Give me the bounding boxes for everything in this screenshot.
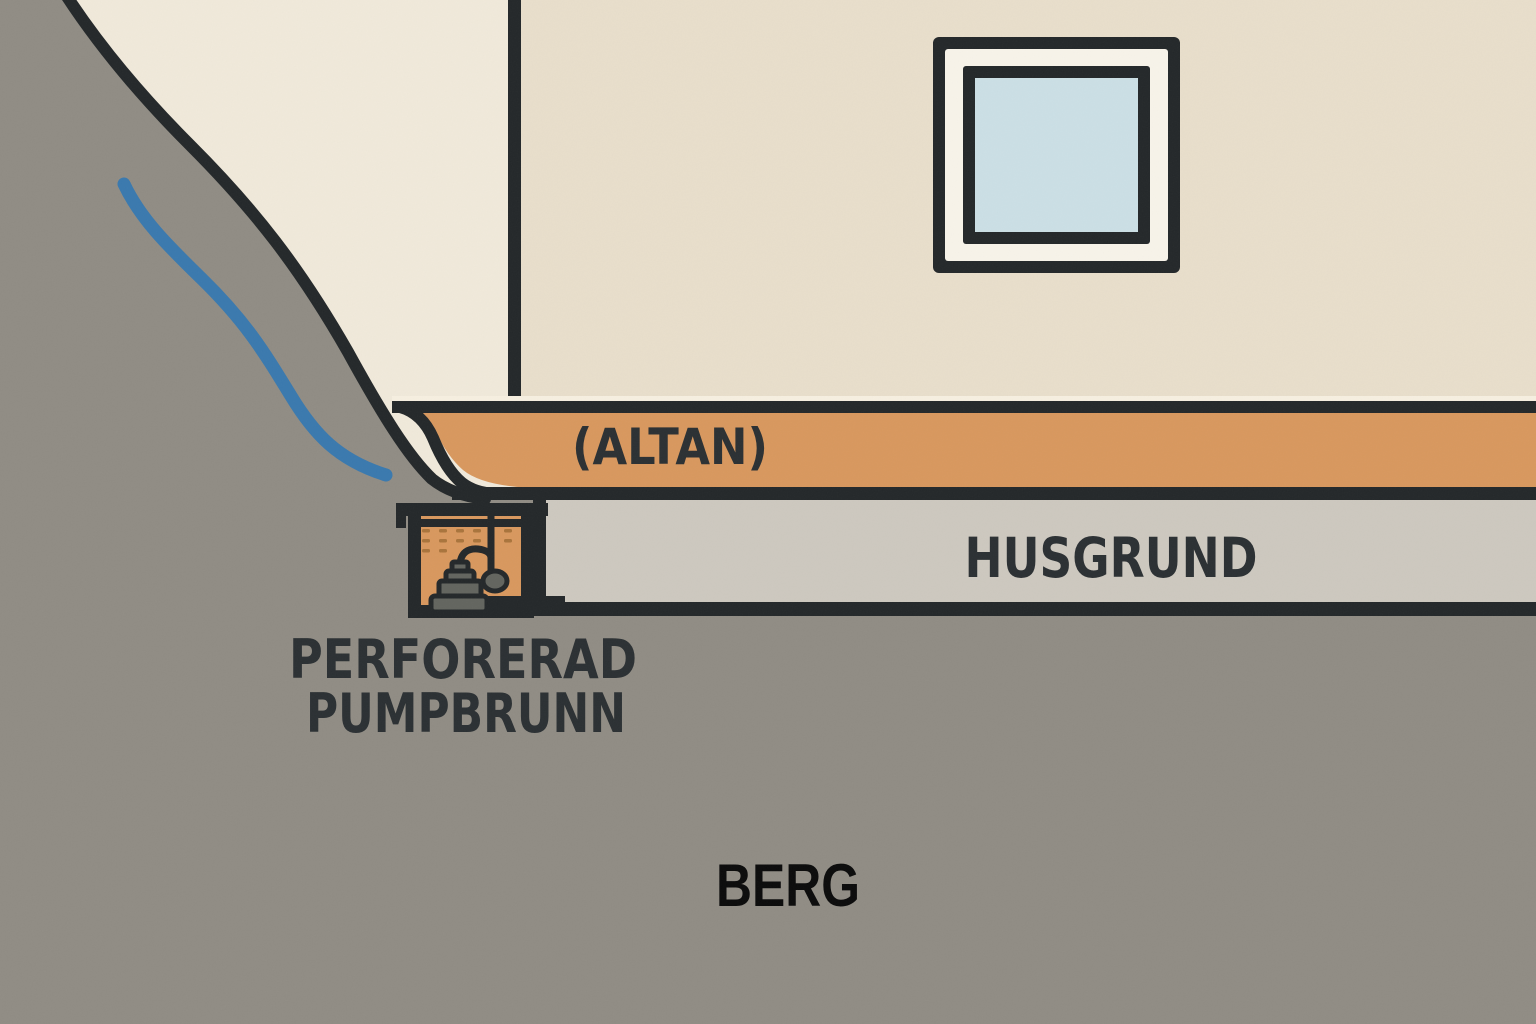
bedrock-label: BERG (716, 852, 860, 919)
pump-well-lid (396, 503, 548, 516)
sump-pump-icon (428, 559, 490, 615)
deck-bottom-border (452, 487, 1536, 500)
pump-well-lid-tab (396, 503, 406, 528)
water-flow-line (117, 177, 393, 482)
pump-hose (456, 545, 495, 570)
deck-top-border (392, 401, 1536, 413)
window (933, 37, 1180, 273)
pump-well-label: PERFORERAD PUMPBRUNN (289, 628, 637, 745)
pump-well-inner-lid-line (418, 519, 524, 527)
pump-well-left-wall (408, 512, 421, 618)
foundation-band: HUSGRUND (460, 498, 1536, 616)
slope-outline (62, 0, 491, 505)
house-wall-edge-line (508, 0, 521, 403)
deck-label: (ALTAN) (572, 418, 768, 476)
window-glass (975, 78, 1138, 232)
pump-well-label-line1: PERFORERAD (289, 628, 637, 691)
pump-well-label-line2: PUMPBRUNN (306, 682, 626, 745)
deck-surface (414, 413, 1536, 488)
outlet-pipe (475, 596, 565, 606)
perforation-marks (422, 529, 512, 553)
pump-well-right-wall (521, 512, 534, 618)
foundation-left-border (533, 498, 546, 610)
deck-band: (ALTAN) (392, 396, 1536, 500)
deck-top-highlight (392, 396, 1536, 403)
foundation-bottom-border (460, 602, 1536, 616)
foundation-label: HUSGRUND (965, 526, 1258, 590)
foundation-surface (545, 500, 1536, 606)
float-switch-icon (480, 568, 510, 594)
pump-well (396, 503, 565, 618)
